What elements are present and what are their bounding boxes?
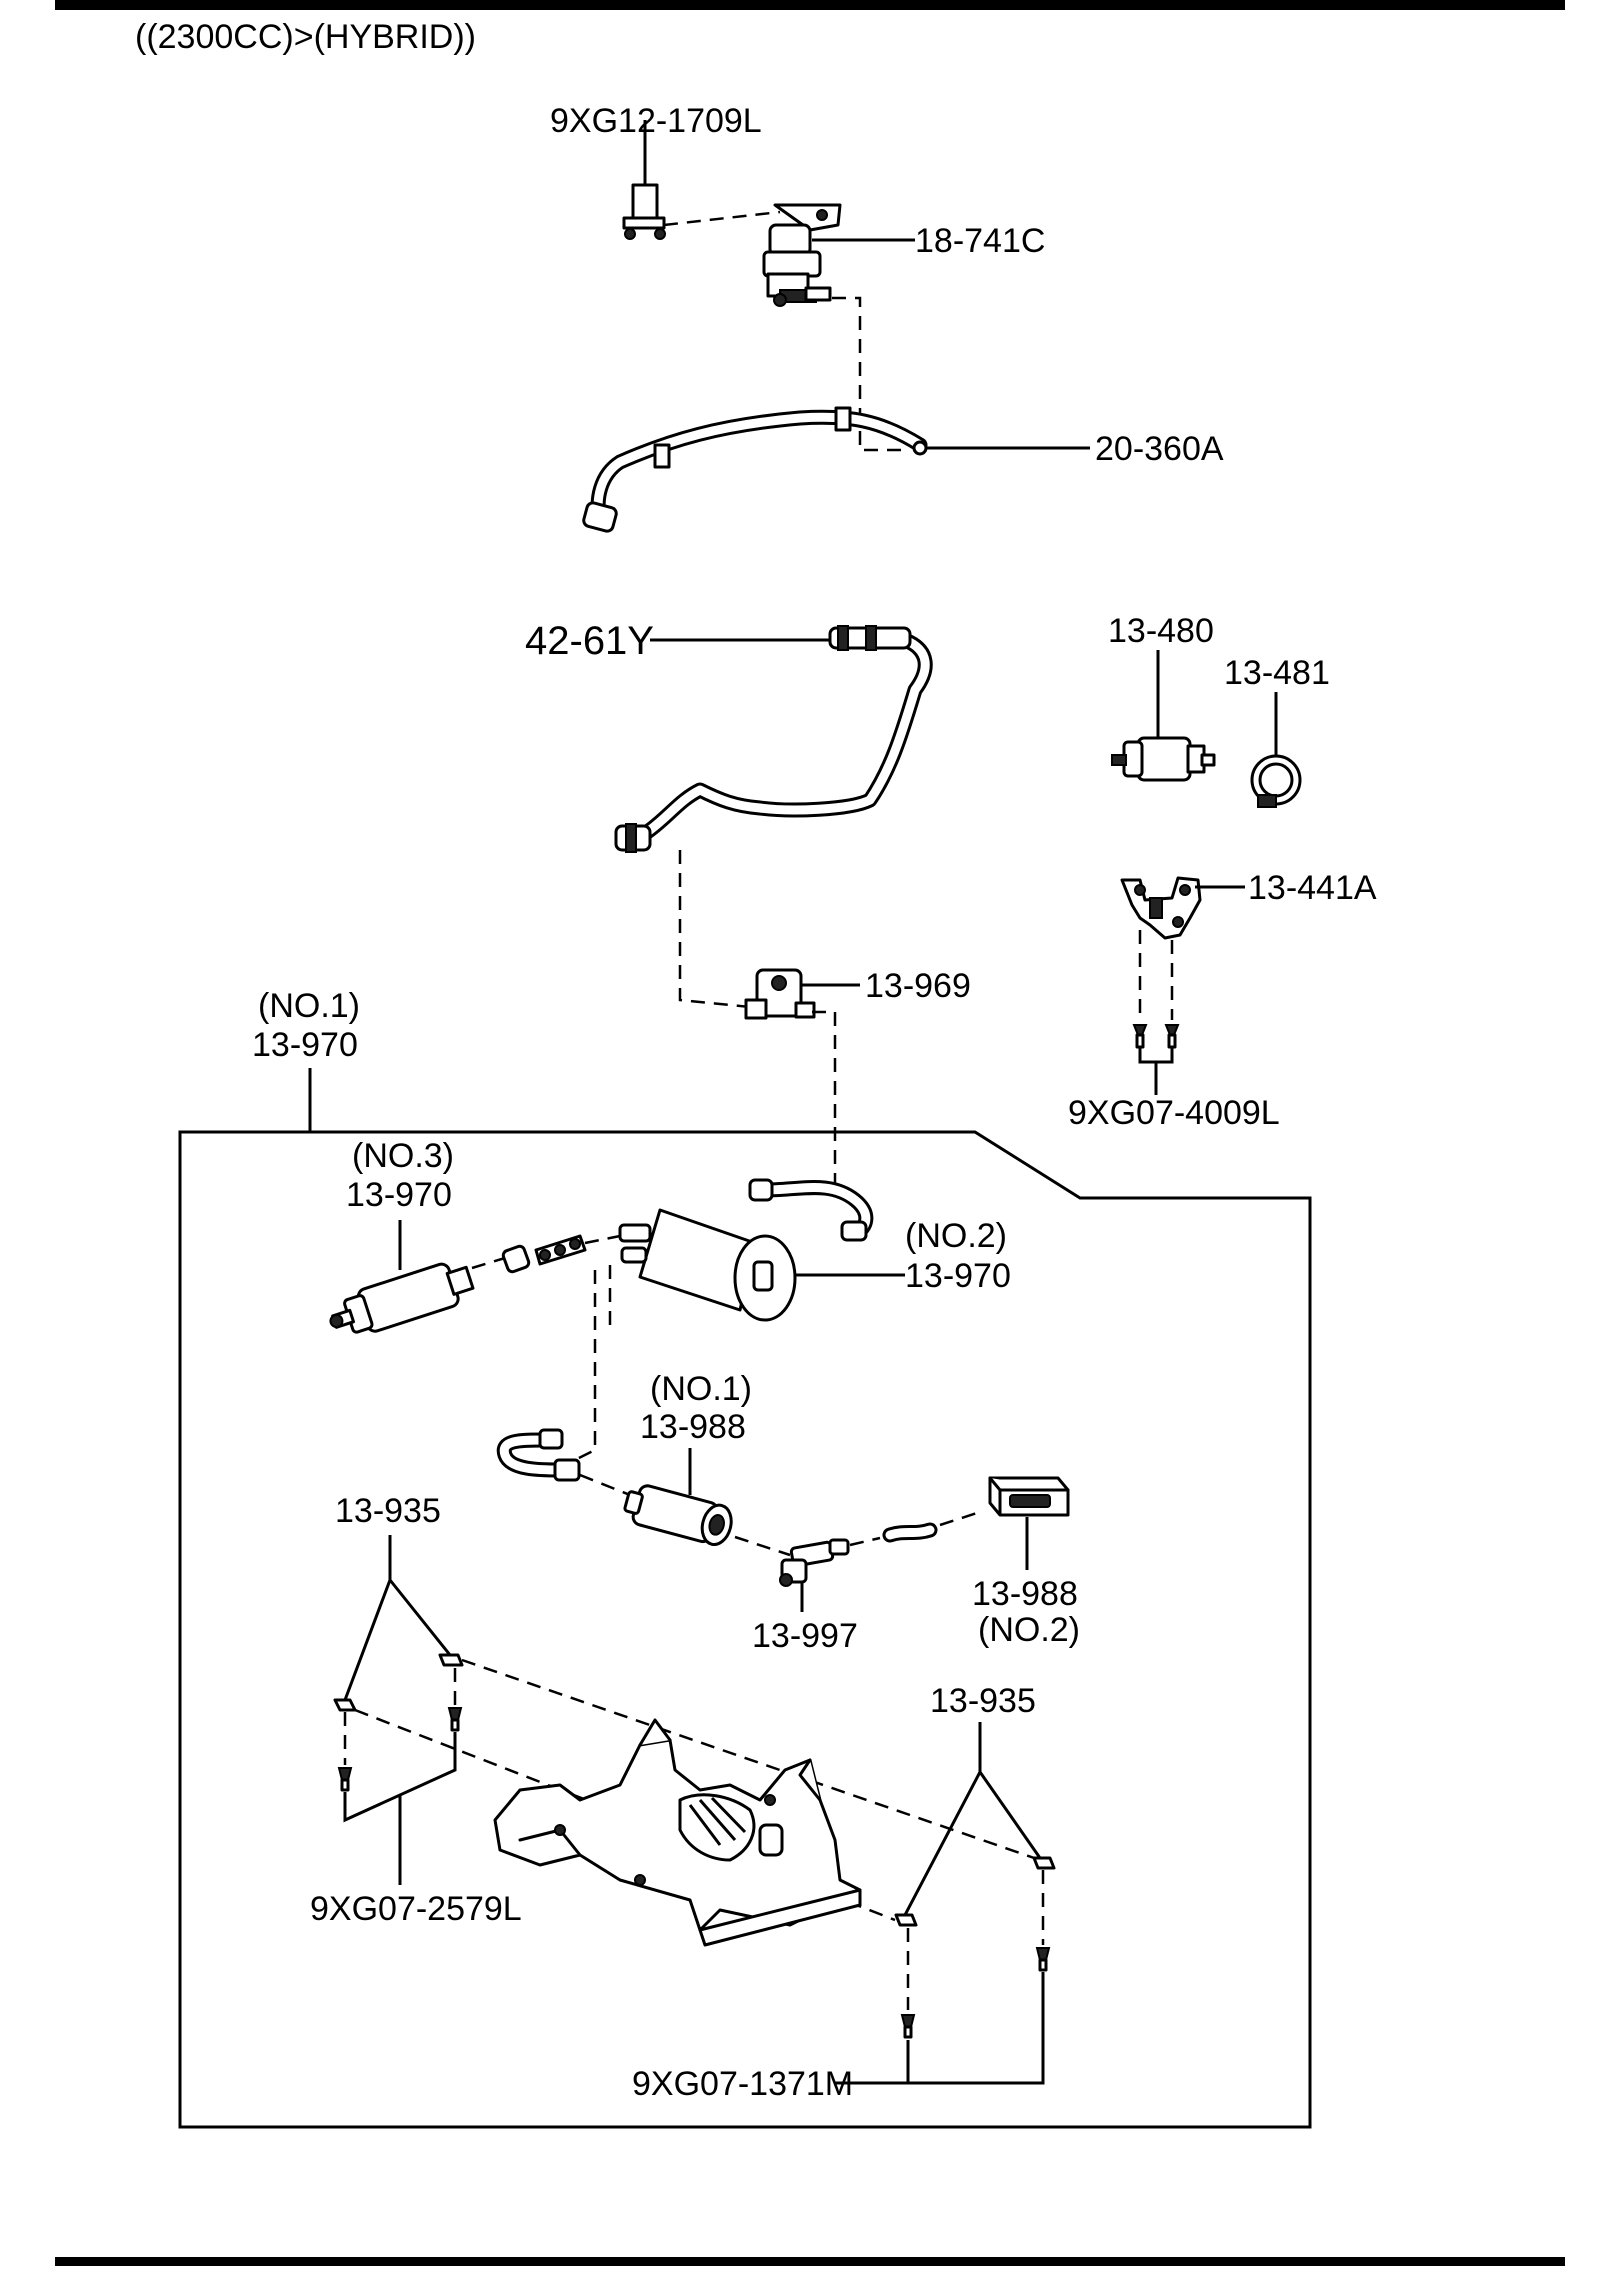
nuts-13-935-right — [894, 1722, 1056, 1927]
dash-connector-box — [812, 1010, 837, 1195]
dash-valve-hose — [832, 296, 905, 452]
bolts-9xg07-2579l — [337, 1668, 463, 1885]
label-13-441a: 13-441A — [1248, 869, 1377, 907]
label-9xg07-2579l: 9XG07-2579L — [310, 1890, 522, 1928]
fitting-13-997 — [779, 1538, 850, 1587]
purge-valve-18-741c — [762, 203, 842, 307]
fuel-pump-13-988-no1 — [623, 1484, 733, 1546]
label-9xg12-1709l: 9XG12-1709L — [550, 102, 762, 140]
label-13-970-no3-qualifier: (NO.3) — [352, 1137, 454, 1175]
label-13-970-no1-qualifier: (NO.1) — [258, 987, 360, 1025]
bolt-9xg12-1709l — [622, 120, 666, 240]
label-13-988-no2-qualifier: (NO.2) — [978, 1611, 1080, 1649]
label-13-988-no2: 13-988 — [972, 1575, 1078, 1613]
dash-filter-fitting — [471, 1256, 506, 1270]
dash-nut-right-long — [461, 1658, 1041, 1862]
label-42-61y: 42-61Y — [525, 619, 654, 663]
label-13-481: 13-481 — [1224, 654, 1330, 692]
bolts-9xg07-4009l — [1132, 930, 1180, 1095]
label-13-935-left: 13-935 — [335, 1492, 441, 1530]
label-9xg07-4009l: 9XG07-4009L — [1068, 1094, 1280, 1132]
hose-20-360a — [582, 406, 928, 533]
bracket-13-441a — [1120, 876, 1202, 940]
filter-13-970-no3 — [329, 1262, 475, 1334]
label-13-988-no1: 13-988 — [640, 1408, 746, 1446]
label-9xg07-1371m: 9XG07-1371M — [632, 2065, 853, 2103]
label-13-969: 13-969 — [865, 967, 971, 1005]
label-13-997: 13-997 — [752, 1617, 858, 1655]
label-18-741c: 18-741C — [915, 222, 1045, 260]
dash-canister-down-b — [564, 1270, 597, 1467]
canister-13-970-no2 — [618, 1208, 797, 1322]
dash-bolt-valve — [663, 210, 781, 227]
fuel-filter-13-480 — [1111, 650, 1216, 782]
label-13-970-no2-qualifier: (NO.2) — [905, 1217, 1007, 1255]
small-hose — [882, 1522, 938, 1543]
nuts-13-935-left — [333, 1535, 464, 1712]
pump-housing-bracket — [493, 1718, 862, 1947]
label-13-970-no3: 13-970 — [346, 1176, 452, 1214]
dash-hose-pump2 — [939, 1510, 981, 1527]
dash-fitting-hose — [849, 1536, 881, 1547]
bolts-9xg07-1371m — [835, 1870, 1051, 2085]
dash-loop-pump — [579, 1473, 631, 1497]
dash-pump-fitting — [734, 1535, 791, 1557]
dash-line-connector — [678, 850, 761, 1010]
bottom-rule — [55, 2257, 1565, 2266]
top-rule — [55, 0, 1565, 10]
hose-loop-left — [496, 1428, 581, 1482]
box-hose — [748, 1178, 874, 1242]
label-13-480: 13-480 — [1108, 612, 1214, 650]
label-20-360a: 20-360A — [1095, 430, 1224, 468]
fuel-line-42-61y — [614, 625, 933, 853]
label-13-970-no2: 13-970 — [905, 1257, 1011, 1295]
fitting-pair — [501, 1234, 587, 1274]
label-13-988-no1-qualifier: (NO.1) — [650, 1370, 752, 1408]
variant-header: ((2300CC)>(HYBRID)) — [135, 18, 476, 56]
clip-13-481 — [1250, 692, 1302, 808]
fuel-pump-13-988-no2 — [988, 1476, 1070, 1517]
label-13-935-right: 13-935 — [930, 1682, 1036, 1720]
label-13-970-no1: 13-970 — [252, 1026, 358, 1064]
pump-assembly-box — [178, 1130, 1312, 2129]
dash-fitting-canister — [584, 1233, 626, 1245]
connector-13-969 — [744, 968, 816, 1020]
